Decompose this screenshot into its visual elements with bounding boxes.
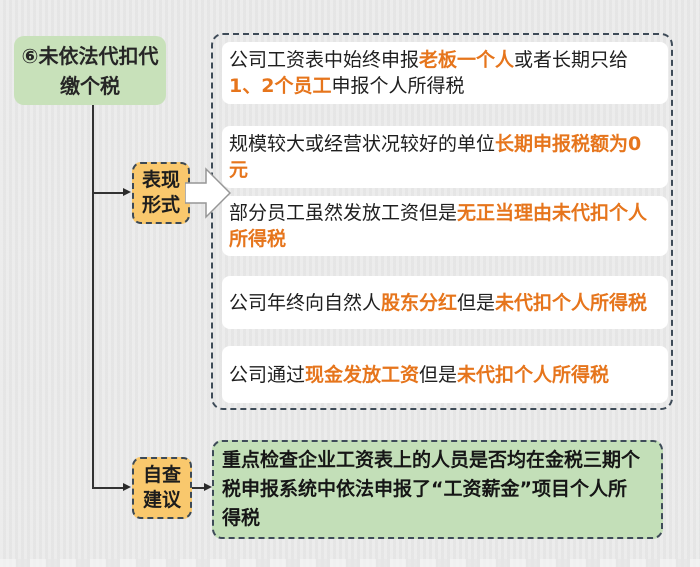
arrowhead-icon [204, 483, 212, 491]
connector-trunk-line [92, 105, 94, 489]
arrowhead-icon [123, 188, 131, 196]
manifestation-item: 公司通过现金发放工资但是未代扣个人所得税 [222, 346, 668, 403]
connector-branch2-line [92, 487, 123, 489]
background-texture [0, 559, 700, 567]
connector-advice-line [192, 487, 205, 489]
label-node-manifestation: 表现形式 [132, 162, 190, 224]
root-node-title: ⑥未依法代扣代缴个税 [14, 36, 166, 105]
label-node-self-check: 自查建议 [132, 457, 192, 519]
self-check-advice-panel: 重点检查企业工资表上的人员是否均在金税三期个税申报系统中依法申报了“工资薪金”项… [212, 440, 663, 539]
arrowhead-icon [123, 483, 131, 491]
block-arrow-icon [184, 166, 232, 224]
connector-branch1-line [92, 192, 123, 194]
manifestation-item: 公司年终向自然人股东分红但是未代扣个人所得税 [222, 276, 668, 329]
manifestation-item: 部分员工虽然发放工资但是无正当理由未代扣个人所得税 [222, 196, 668, 256]
